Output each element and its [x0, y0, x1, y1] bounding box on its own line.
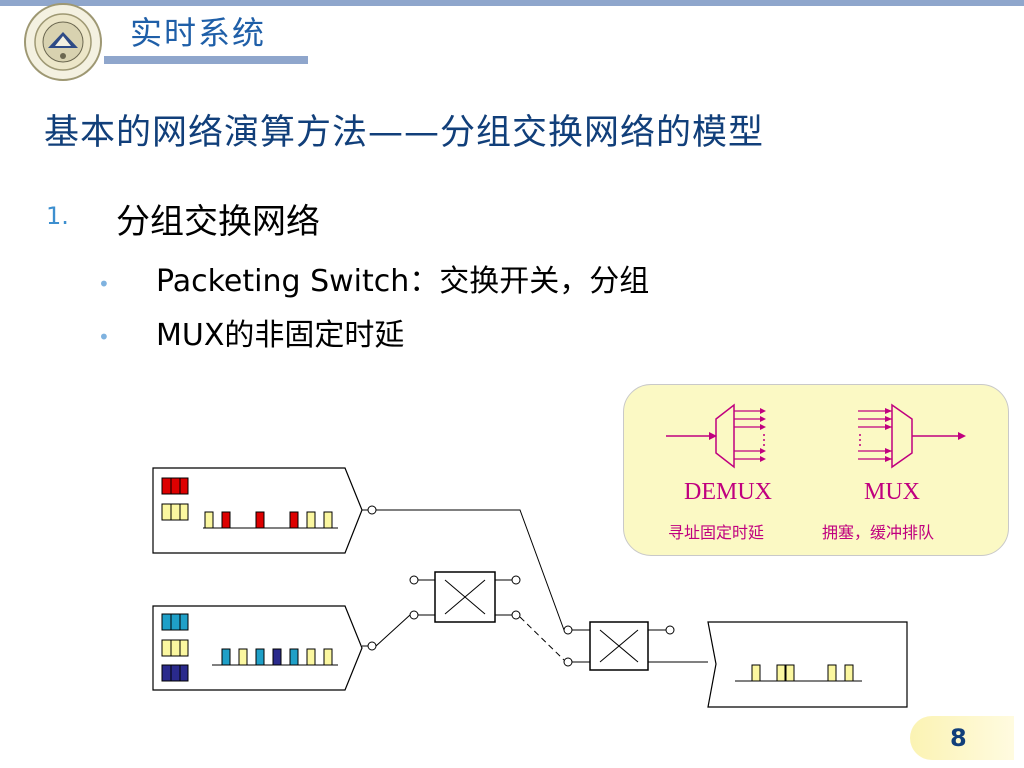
packet: [751, 664, 761, 682]
mux-icon: [858, 403, 966, 469]
course-title: 实时系统: [130, 14, 267, 52]
source-node-upper: [152, 467, 363, 554]
packet: [323, 511, 333, 529]
slide-title: 基本的网络演算方法——分组交换网络的模型: [44, 113, 765, 153]
packet: [306, 648, 316, 666]
bullet-text-switch: Packeting Switch：交换开关，分组: [156, 264, 650, 299]
destination-node: [707, 621, 908, 708]
university-logo: [24, 3, 102, 81]
packet: [221, 648, 231, 666]
bullet-icon: •: [98, 272, 110, 296]
switch-2-icon: [589, 621, 649, 671]
demux-icon: [666, 403, 766, 469]
packet: [255, 648, 265, 666]
queue-navy-icon: [161, 664, 189, 682]
list-item-text: 分组交换网络: [116, 202, 320, 242]
packet: [844, 664, 854, 682]
packet: [827, 664, 837, 682]
header-underline: [104, 56, 308, 64]
demux-label: DEMUX: [684, 479, 772, 505]
packet: [776, 664, 786, 682]
queue-yellow-icon: [161, 503, 189, 521]
top-rule: [0, 0, 1024, 6]
link-lower: [375, 614, 411, 647]
mux-note: 拥塞，缓冲排队: [822, 523, 935, 542]
link-dashed: [519, 616, 565, 661]
mux-label: MUX: [864, 479, 921, 505]
packet: [255, 511, 265, 529]
packet: [272, 648, 282, 666]
queue-red-icon: [161, 477, 189, 495]
queue-cyan-icon: [161, 613, 189, 631]
list-number: 1.: [46, 202, 69, 230]
mux-demux-legend: DEMUX MUX 寻址固定时延 拥塞，缓冲排队: [623, 384, 1009, 556]
packet: [289, 511, 299, 529]
packet: [323, 648, 333, 666]
packet: [238, 648, 248, 666]
bullet-text-mux: MUX的非固定时延: [156, 318, 405, 353]
switch-1-icon: [434, 571, 496, 623]
packet: [221, 511, 231, 529]
packet: [785, 664, 795, 682]
page-number-badge: 8: [910, 716, 1014, 760]
bullet-icon: •: [98, 325, 110, 349]
link-upper: [376, 509, 565, 631]
packet: [289, 648, 299, 666]
packet: [204, 511, 214, 529]
queue-yellow-icon: [161, 639, 189, 657]
source-node-lower: [152, 605, 363, 691]
demux-note: 寻址固定时延: [668, 523, 765, 542]
page-number: 8: [950, 724, 967, 752]
packet: [306, 511, 316, 529]
